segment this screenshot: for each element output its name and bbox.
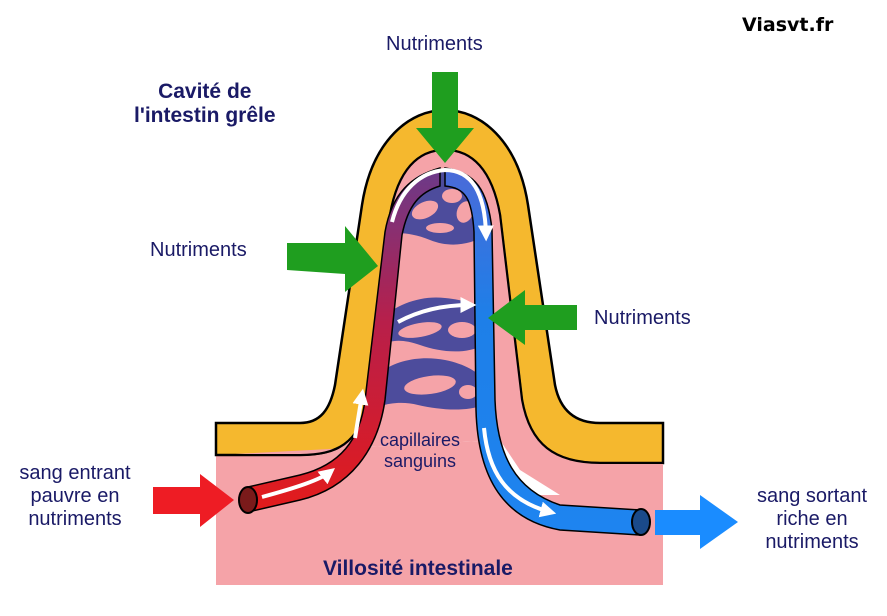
nutrient-arrow-left bbox=[287, 226, 378, 292]
nutrient-arrow-top bbox=[416, 72, 474, 163]
nutrients-top-label: Nutriments bbox=[386, 33, 483, 55]
blood-out-arrow bbox=[655, 495, 738, 549]
flow-arrow-in bbox=[261, 468, 336, 499]
flow-arrow-capillary-mid bbox=[397, 297, 477, 324]
capillaries-line2: sanguins bbox=[383, 450, 457, 471]
capillaries-label: capillaires sanguins bbox=[365, 430, 475, 471]
villus-label: Villosité intestinale bbox=[323, 557, 513, 580]
nutrient-arrow-right bbox=[488, 290, 577, 345]
arteriole-opening bbox=[238, 486, 258, 514]
flow-arrow-capillary-top bbox=[390, 167, 494, 242]
blood-flow-arrows bbox=[261, 167, 557, 518]
blood-in-line3: nutriments bbox=[28, 508, 122, 530]
blood-out-line1: sang sortant bbox=[756, 485, 868, 507]
capillary-holes bbox=[398, 189, 477, 399]
brand-watermark: Viasvt.fr bbox=[742, 14, 834, 36]
nutrients-left-label: Nutriments bbox=[150, 239, 247, 261]
nutrients-right-label: Nutriments bbox=[594, 307, 691, 329]
venule-opening bbox=[631, 508, 651, 536]
flow-arrow-up bbox=[352, 388, 369, 439]
cavity-label: Cavité de l'intestin grêle bbox=[134, 80, 276, 128]
capillaries-line1: capillaires bbox=[379, 430, 461, 450]
blood-in-line1: sang entrant bbox=[19, 462, 131, 484]
blood-in-label: sang entrant pauvre en nutriments bbox=[10, 462, 140, 531]
blood-in-line2: pauvre en bbox=[30, 485, 120, 507]
blood-in-arrow bbox=[153, 474, 234, 527]
flow-arrow-down bbox=[482, 427, 557, 518]
cavity-label-line2: l'intestin grêle bbox=[134, 104, 276, 128]
cavity-label-line1: Cavité de bbox=[158, 80, 252, 103]
blood-out-line2: riche en bbox=[776, 508, 848, 530]
blood-out-label: sang sortant riche en nutriments bbox=[742, 485, 882, 554]
blood-out-line3: nutriments bbox=[765, 531, 859, 553]
venule bbox=[444, 167, 641, 536]
